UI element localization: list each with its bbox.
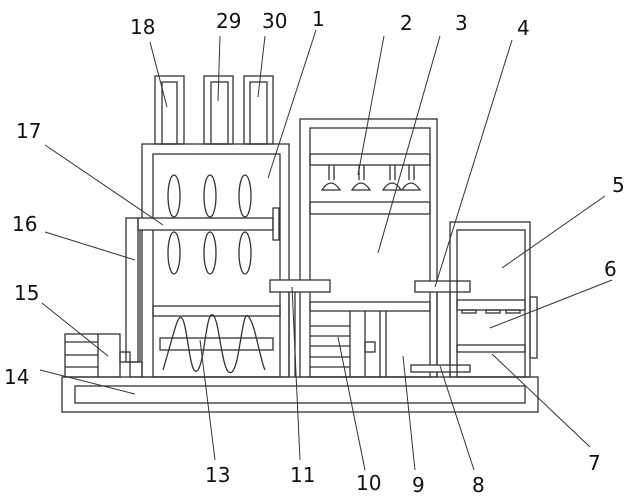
feed-hoppers (154, 75, 274, 145)
leader-lines (39, 29, 613, 471)
label-30: 30 (262, 9, 287, 33)
label-13: 13 (205, 463, 230, 487)
label-2: 2 (400, 11, 413, 35)
drying-box (449, 221, 538, 378)
label-16: 16 (12, 212, 37, 236)
label-10: 10 (356, 471, 381, 495)
label-29: 29 (216, 9, 241, 33)
label-3: 3 (455, 11, 468, 35)
label-15: 15 (14, 281, 39, 305)
base-frame (61, 376, 539, 413)
label-6: 6 (604, 257, 617, 281)
spray-nozzles (320, 165, 422, 191)
mixing-tank (125, 143, 290, 378)
label-11: 11 (290, 463, 315, 487)
label-4: 4 (517, 16, 530, 40)
label-5: 5 (612, 173, 625, 197)
label-8: 8 (472, 473, 485, 497)
motor (64, 333, 143, 378)
label-17: 17 (16, 119, 41, 143)
label-7: 7 (588, 451, 601, 475)
label-1: 1 (312, 7, 325, 31)
part-labels: 1 2 3 4 5 6 7 8 9 10 11 13 14 15 16 17 1… (4, 7, 625, 497)
label-14: 14 (4, 365, 29, 389)
spray-chamber (269, 118, 471, 378)
label-9: 9 (412, 473, 425, 497)
label-18: 18 (130, 15, 155, 39)
